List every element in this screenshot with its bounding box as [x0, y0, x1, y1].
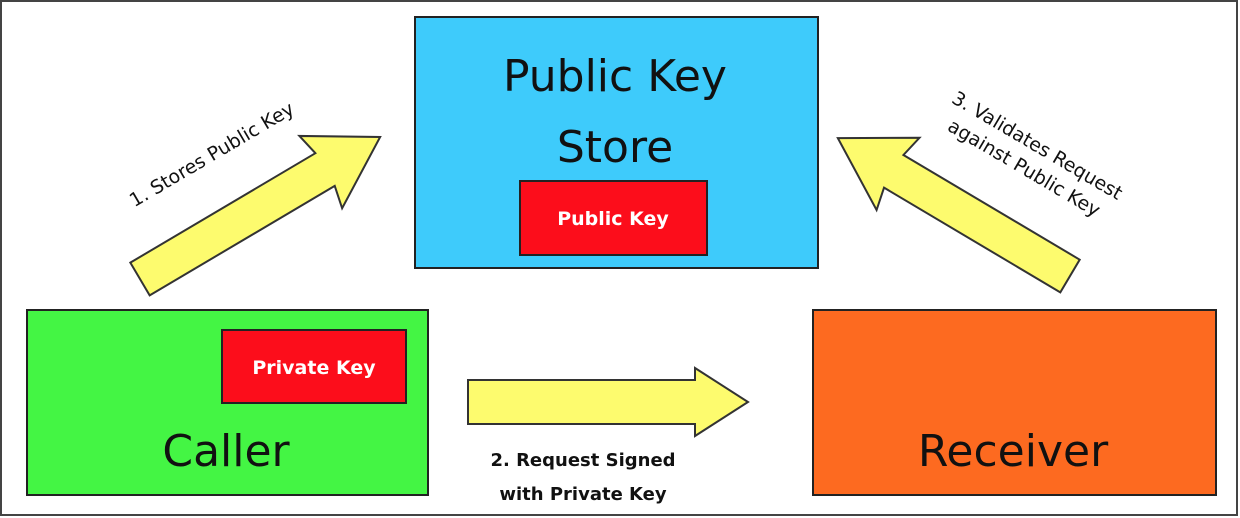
public-key-store-box: Public Key Store Public Key: [414, 16, 819, 269]
receiver-title: Receiver: [918, 426, 1109, 477]
store-title-line1: Public Key: [503, 51, 727, 102]
public-key-label: Public Key: [557, 208, 669, 230]
private-key-box: [221, 329, 407, 404]
public-key-box: [519, 180, 708, 256]
step2-label-line1: 2. Request Signed: [490, 450, 675, 471]
arrow-validate-request: [836, 136, 1082, 294]
step2-label-line2: with Private Key: [499, 484, 667, 505]
receiver-box: Receiver: [812, 309, 1217, 496]
arrow-store-public-key: [128, 134, 382, 297]
caller-title: Caller: [162, 426, 290, 477]
store-title-line2: Store: [557, 122, 673, 173]
arrow-signed-request: [467, 366, 750, 438]
private-key-label: Private Key: [252, 357, 376, 379]
caller-box: Private Key Caller: [26, 309, 429, 496]
